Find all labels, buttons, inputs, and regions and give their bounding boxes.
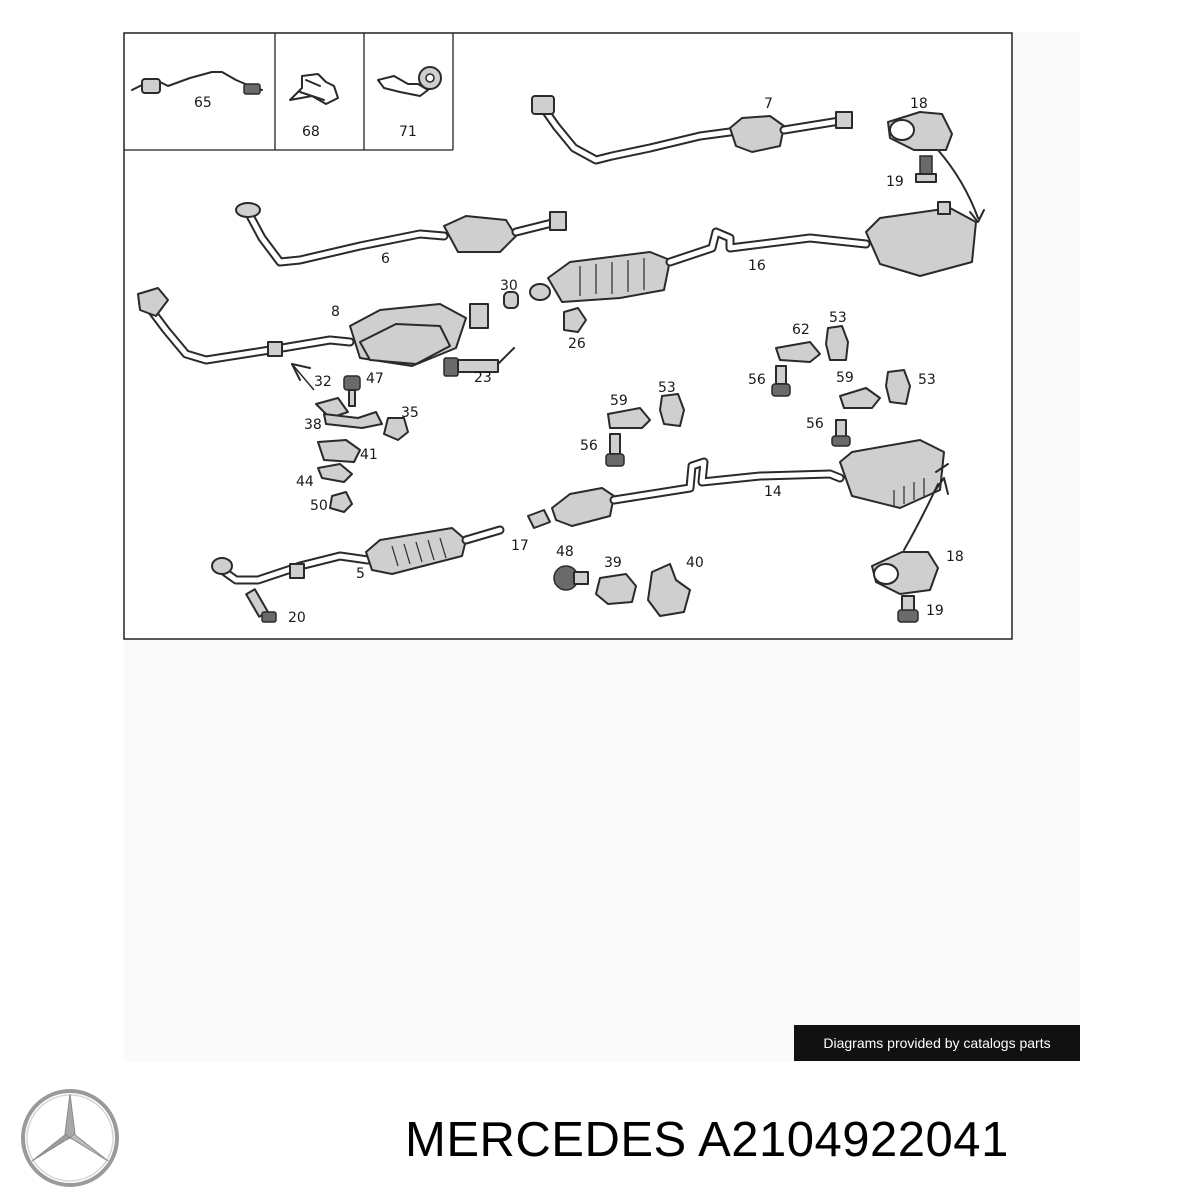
callout-18-lower: 18: [946, 549, 964, 565]
bracket-part-68: [289, 73, 339, 105]
hardware-47: [343, 375, 361, 407]
callout-16: 16: [748, 258, 766, 274]
callout-56b: 56: [806, 416, 824, 432]
callout-6: 6: [381, 251, 390, 267]
rubber-mount-53b: [885, 369, 911, 405]
callout-56c: 56: [580, 438, 598, 454]
callout-18-upper: 18: [910, 96, 928, 112]
mercedes-star-icon: [21, 1089, 119, 1187]
tailpipe-trim-18-lower: [871, 551, 939, 623]
bolt-20: [245, 588, 277, 623]
callout-59a: 59: [836, 370, 854, 386]
inset-label-71: 71: [399, 124, 417, 140]
callout-53a: 53: [829, 310, 847, 326]
mount-62: [775, 341, 821, 363]
rear-pipe-16: [529, 201, 977, 303]
hardware-44: [317, 463, 353, 483]
sensor-39: [595, 573, 637, 605]
callout-20: 20: [288, 610, 306, 626]
hardware-32-38: [315, 397, 383, 429]
callout-5: 5: [356, 566, 365, 582]
front-pipe-6: [235, 202, 567, 267]
callout-17: 17: [511, 538, 529, 554]
clamp-part-71: [377, 66, 442, 97]
callout-7: 7: [764, 96, 773, 112]
callout-19-upper: 19: [886, 174, 904, 190]
inset-label-65: 65: [194, 95, 212, 111]
callout-53c: 53: [658, 380, 676, 396]
callout-14: 14: [764, 484, 782, 500]
hardware-35: [383, 417, 409, 441]
callout-38: 38: [304, 417, 322, 433]
rear-pipe-14: [527, 439, 949, 529]
exhaust-parts-diagram: 65 68 71: [123, 32, 1013, 640]
bolt-23: [443, 347, 515, 377]
bolt-56a: [771, 365, 791, 397]
bracket-40: [647, 563, 691, 617]
hardware-50: [329, 491, 353, 513]
callout-23: 23: [474, 370, 492, 386]
rubber-mount-53c: [659, 393, 685, 427]
callout-26: 26: [568, 336, 586, 352]
callout-39: 39: [604, 555, 622, 571]
bolt-56b: [831, 419, 851, 447]
callout-48: 48: [556, 544, 574, 560]
arrow-to-32: [291, 363, 315, 391]
front-pipe-7: [531, 95, 853, 165]
front-pipe-5: [211, 525, 505, 585]
inset-boxes: [124, 33, 454, 151]
mount-59b: [607, 407, 651, 429]
callout-44: 44: [296, 474, 314, 490]
diagram-credit-banner: Diagrams provided by catalogs parts: [794, 1025, 1080, 1061]
front-pipe-8: [137, 287, 489, 367]
callout-56a: 56: [748, 372, 766, 388]
nut-26: [563, 307, 587, 333]
callout-41: 41: [360, 447, 378, 463]
callout-8: 8: [331, 304, 340, 320]
part-number-caption: MERCEDES A2104922041: [405, 1113, 1009, 1167]
inset-label-68: 68: [302, 124, 320, 140]
rubber-mount-53a: [825, 325, 849, 361]
callout-30: 30: [500, 278, 518, 294]
nut-30: [503, 291, 519, 309]
callout-50: 50: [310, 498, 328, 514]
callout-35: 35: [401, 405, 419, 421]
callout-19-lower: 19: [926, 603, 944, 619]
tailpipe-trim-18-upper: [887, 111, 985, 223]
arrow-to-18-lower: [903, 477, 949, 551]
mount-59a: [839, 387, 881, 409]
callout-59b: 59: [610, 393, 628, 409]
oxygen-sensor-part: [131, 71, 263, 95]
callout-47: 47: [366, 371, 384, 387]
callout-32: 32: [314, 374, 332, 390]
callout-53b: 53: [918, 372, 936, 388]
bolt-56c: [605, 433, 625, 467]
hardware-41: [317, 439, 361, 463]
callout-40: 40: [686, 555, 704, 571]
callout-62: 62: [792, 322, 810, 338]
sensor-48: [553, 565, 589, 591]
